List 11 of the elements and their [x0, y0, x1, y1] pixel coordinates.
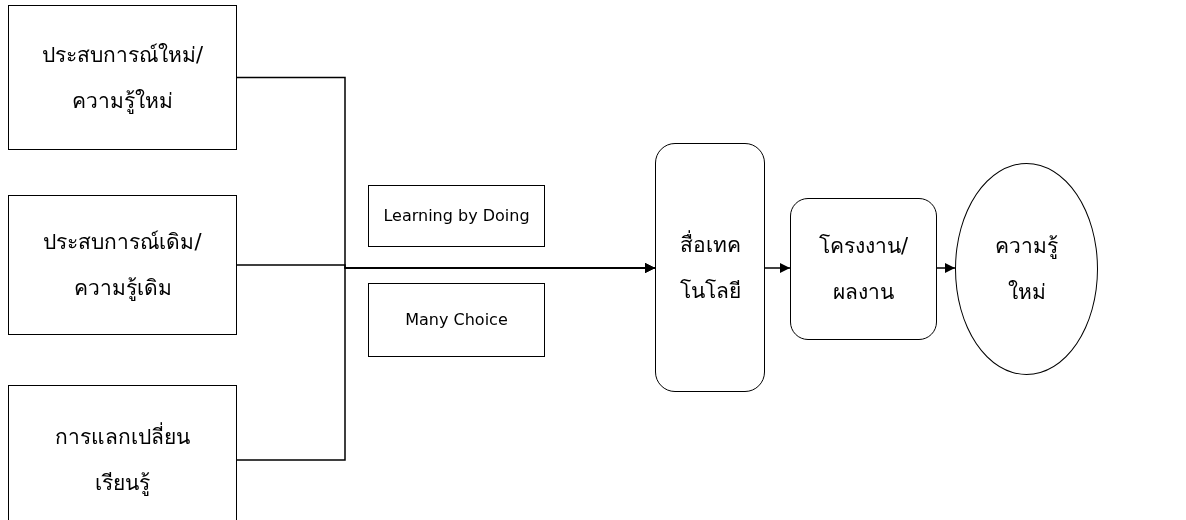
rounded-box: โครงงาน/ผลงาน: [790, 198, 937, 340]
method-box: Learning by Doing: [368, 185, 545, 247]
arrow: [764, 263, 791, 273]
process-box: ประสบการณ์เดิม/ความรู้เดิม: [8, 195, 237, 335]
arrow: [236, 263, 656, 461]
result-ellipse: ความรู้ใหม่: [955, 163, 1098, 375]
method-box: Many Choice: [368, 283, 545, 357]
process-box: ประสบการณ์ใหม่/ความรู้ใหม่: [8, 5, 237, 150]
process-box: การแลกเปลี่ยนเรียนรู้: [8, 385, 237, 520]
arrow: [936, 263, 956, 273]
rounded-box: สื่อเทคโนโลยี: [655, 143, 765, 392]
